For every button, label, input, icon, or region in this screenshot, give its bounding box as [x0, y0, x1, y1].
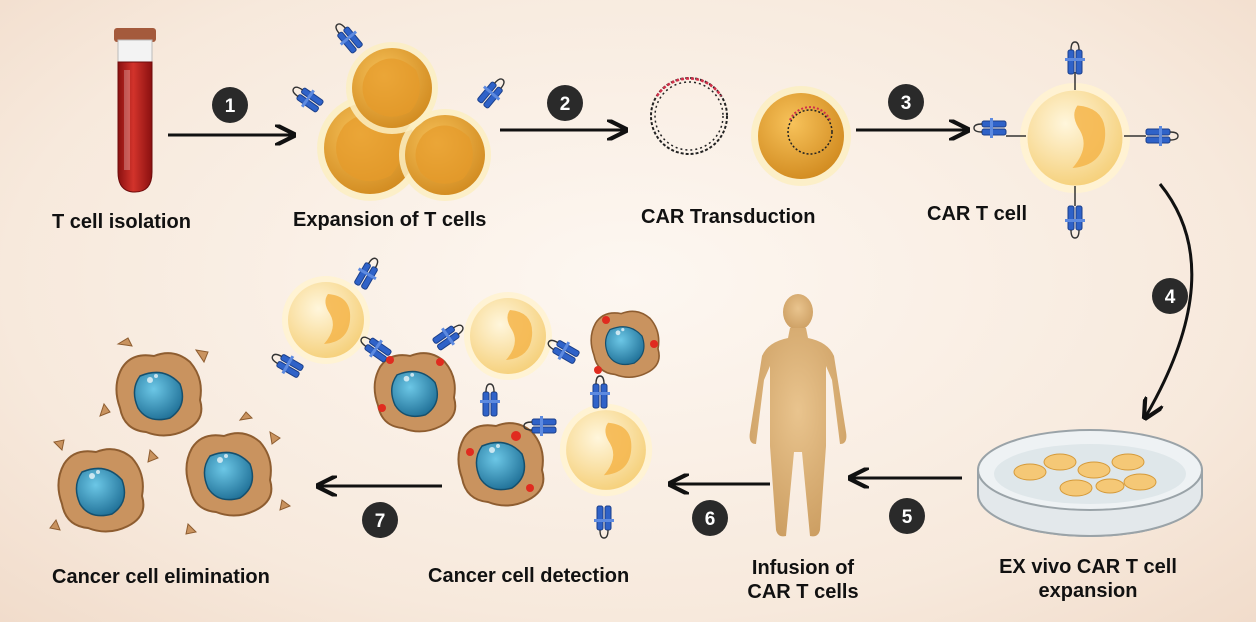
label-infusion-line1: Infusion of — [751, 557, 855, 579]
label-t-cell-isolation: T cell isolation — [52, 211, 191, 233]
eliminated-cancer-cells-icon — [49, 337, 292, 535]
car-plasmid-icon — [650, 77, 728, 155]
label-car-t-cell: CAR T cell — [927, 203, 1028, 225]
petri-dish-icon — [977, 429, 1203, 537]
label-infusion-line2: CAR T cells — [747, 581, 859, 603]
step-badge-3: 3 — [888, 84, 924, 120]
step-badge-1: 1 — [212, 87, 248, 123]
transduced-t-cell-icon — [751, 86, 851, 186]
step-badge-4-number: 4 — [1165, 287, 1176, 308]
step-badge-6: 6 — [692, 500, 728, 536]
blood-tube-icon — [114, 28, 156, 193]
human-figure-icon — [749, 294, 847, 537]
step-badge-5: 5 — [889, 498, 925, 534]
label-exvivo-line2: expansion — [1038, 580, 1138, 602]
car-t-cell-icon — [973, 41, 1179, 239]
step-badge-2-number: 2 — [560, 94, 571, 115]
label-expansion-of-t-cells: Expansion of T cells — [293, 209, 487, 231]
step-badge-5-number: 5 — [902, 507, 913, 528]
label-exvivo-line1: EX vivo CAR T cell — [999, 556, 1177, 578]
step-badge-3-number: 3 — [901, 93, 912, 114]
cancer-detection-icon — [266, 252, 660, 539]
label-infusion: Infusion of CAR T cells — [730, 556, 876, 604]
label-exvivo-expansion: EX vivo CAR T cell expansion — [972, 555, 1204, 603]
label-cancer-cell-elimination: Cancer cell elimination — [52, 566, 270, 588]
expanding-t-cells-icon — [287, 17, 512, 201]
step-badge-2: 2 — [547, 85, 583, 121]
label-car-transduction: CAR Transduction — [641, 206, 816, 228]
step-badge-7-number: 7 — [375, 511, 386, 532]
step-badge-1-number: 1 — [225, 96, 236, 117]
step-badge-7: 7 — [362, 502, 398, 538]
step-badge-6-number: 6 — [705, 509, 716, 530]
label-cancer-cell-detection: Cancer cell detection — [428, 565, 630, 587]
step-badge-4: 4 — [1152, 278, 1188, 314]
arrow-4 — [1146, 183, 1194, 416]
